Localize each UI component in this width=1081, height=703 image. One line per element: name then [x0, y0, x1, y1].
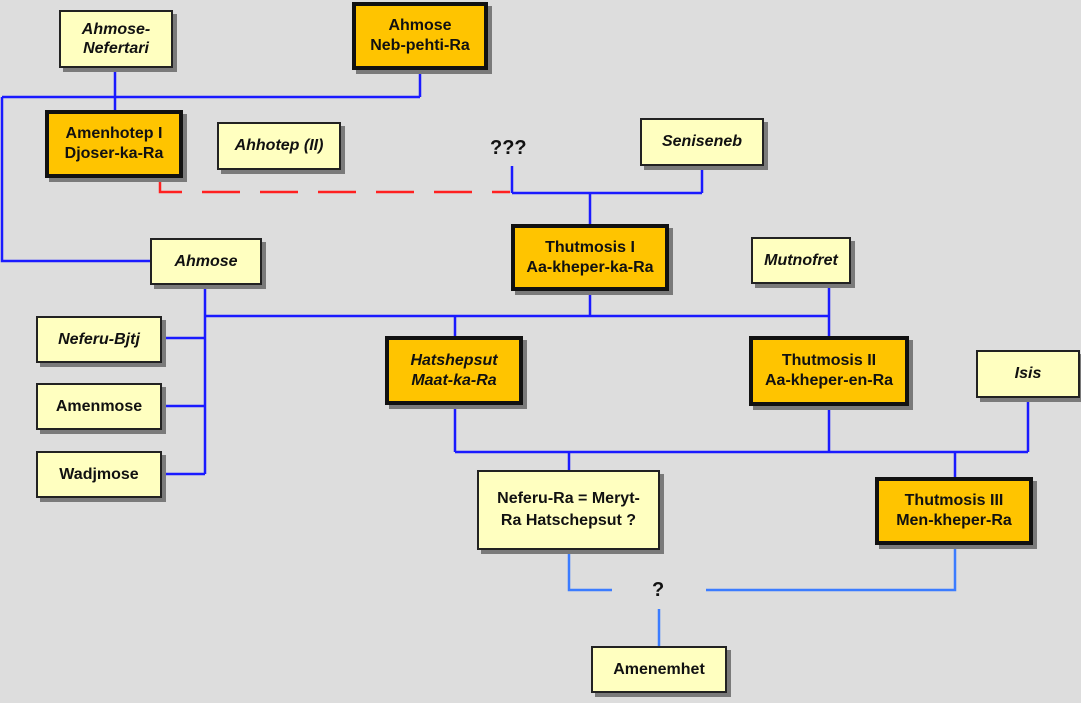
unknown-link-label: ? — [652, 579, 665, 601]
person-name: Ahhotep (II) — [234, 137, 324, 154]
person-name: Thutmosis III — [904, 492, 1004, 509]
person-name: Amenmose — [55, 397, 143, 415]
person-ahmose-nefertari: Ahmose-Nefertari — [59, 10, 173, 68]
throne-name: Maat-ka-Ra — [411, 371, 497, 389]
connector-neferura-down — [567, 550, 612, 592]
person-name: Thutmosis I — [545, 238, 635, 256]
person-name: Wadjmose — [59, 465, 139, 483]
person-amenhotep-i: Amenhotep I Djoser-ka-Ra — [45, 110, 183, 178]
person-neferura: Neferu-Ra = Meryt- Ra Hatschepsut ? — [477, 470, 660, 550]
person-name: Neferu-Bjtj — [58, 330, 140, 348]
person-name: Isis — [1014, 365, 1042, 382]
unknown-parent-label: ??? — [490, 137, 527, 159]
person-wadjmose: Wadjmose — [36, 451, 162, 498]
person-name: Amenemhet — [613, 660, 705, 678]
person-name: Thutmosis II — [781, 352, 877, 369]
person-name: Amenhotep I — [65, 125, 163, 142]
throne-name: Djoser-ka-Ra — [64, 145, 164, 162]
person-thutmosis-iii: Thutmosis III Men-kheper-Ra — [875, 477, 1033, 545]
person-name: Ahmose — [174, 252, 238, 270]
person-thutmosis-i: Thutmosis I Aa-kheper-ka-Ra — [511, 224, 669, 291]
person-amenemhet: Amenemhet — [591, 646, 727, 693]
person-mutnofret: Mutnofret — [751, 237, 851, 284]
throne-name: Neb-pehti-Ra — [370, 37, 470, 54]
person-ahmose-queen: Ahmose — [150, 238, 262, 285]
person-name-alt: Ra Hatschepsut ? — [500, 512, 637, 529]
person-isis: Isis — [976, 350, 1080, 398]
person-amenmose: Amenmose — [36, 383, 162, 430]
person-name: Mutnofret — [764, 251, 838, 269]
throne-name: Aa-kheper-ka-Ra — [526, 258, 654, 276]
person-name: Hatshepsut — [410, 351, 498, 369]
throne-name: Aa-kheper-en-Ra — [764, 372, 894, 389]
person-name: Seniseneb — [661, 133, 743, 150]
person-thutmosis-ii: Thutmosis II Aa-kheper-en-Ra — [749, 336, 909, 406]
person-name: Neferu-Ra = Meryt- — [497, 490, 640, 507]
person-neferu-bjtj: Neferu-Bjtj — [36, 316, 162, 363]
person-name: Ahmose — [388, 17, 452, 34]
connector-ahmose-queen-descent — [0, 97, 150, 263]
person-ahhotep-ii: Ahhotep (II) — [217, 122, 341, 170]
dashed-connector-amenhotep — [158, 176, 510, 194]
throne-name: Men-kheper-Ra — [896, 512, 1012, 529]
person-seniseneb: Seniseneb — [640, 118, 764, 166]
connector-thutmosis-iii-down — [706, 545, 957, 592]
person-name: Ahmose-Nefertari — [81, 21, 151, 57]
